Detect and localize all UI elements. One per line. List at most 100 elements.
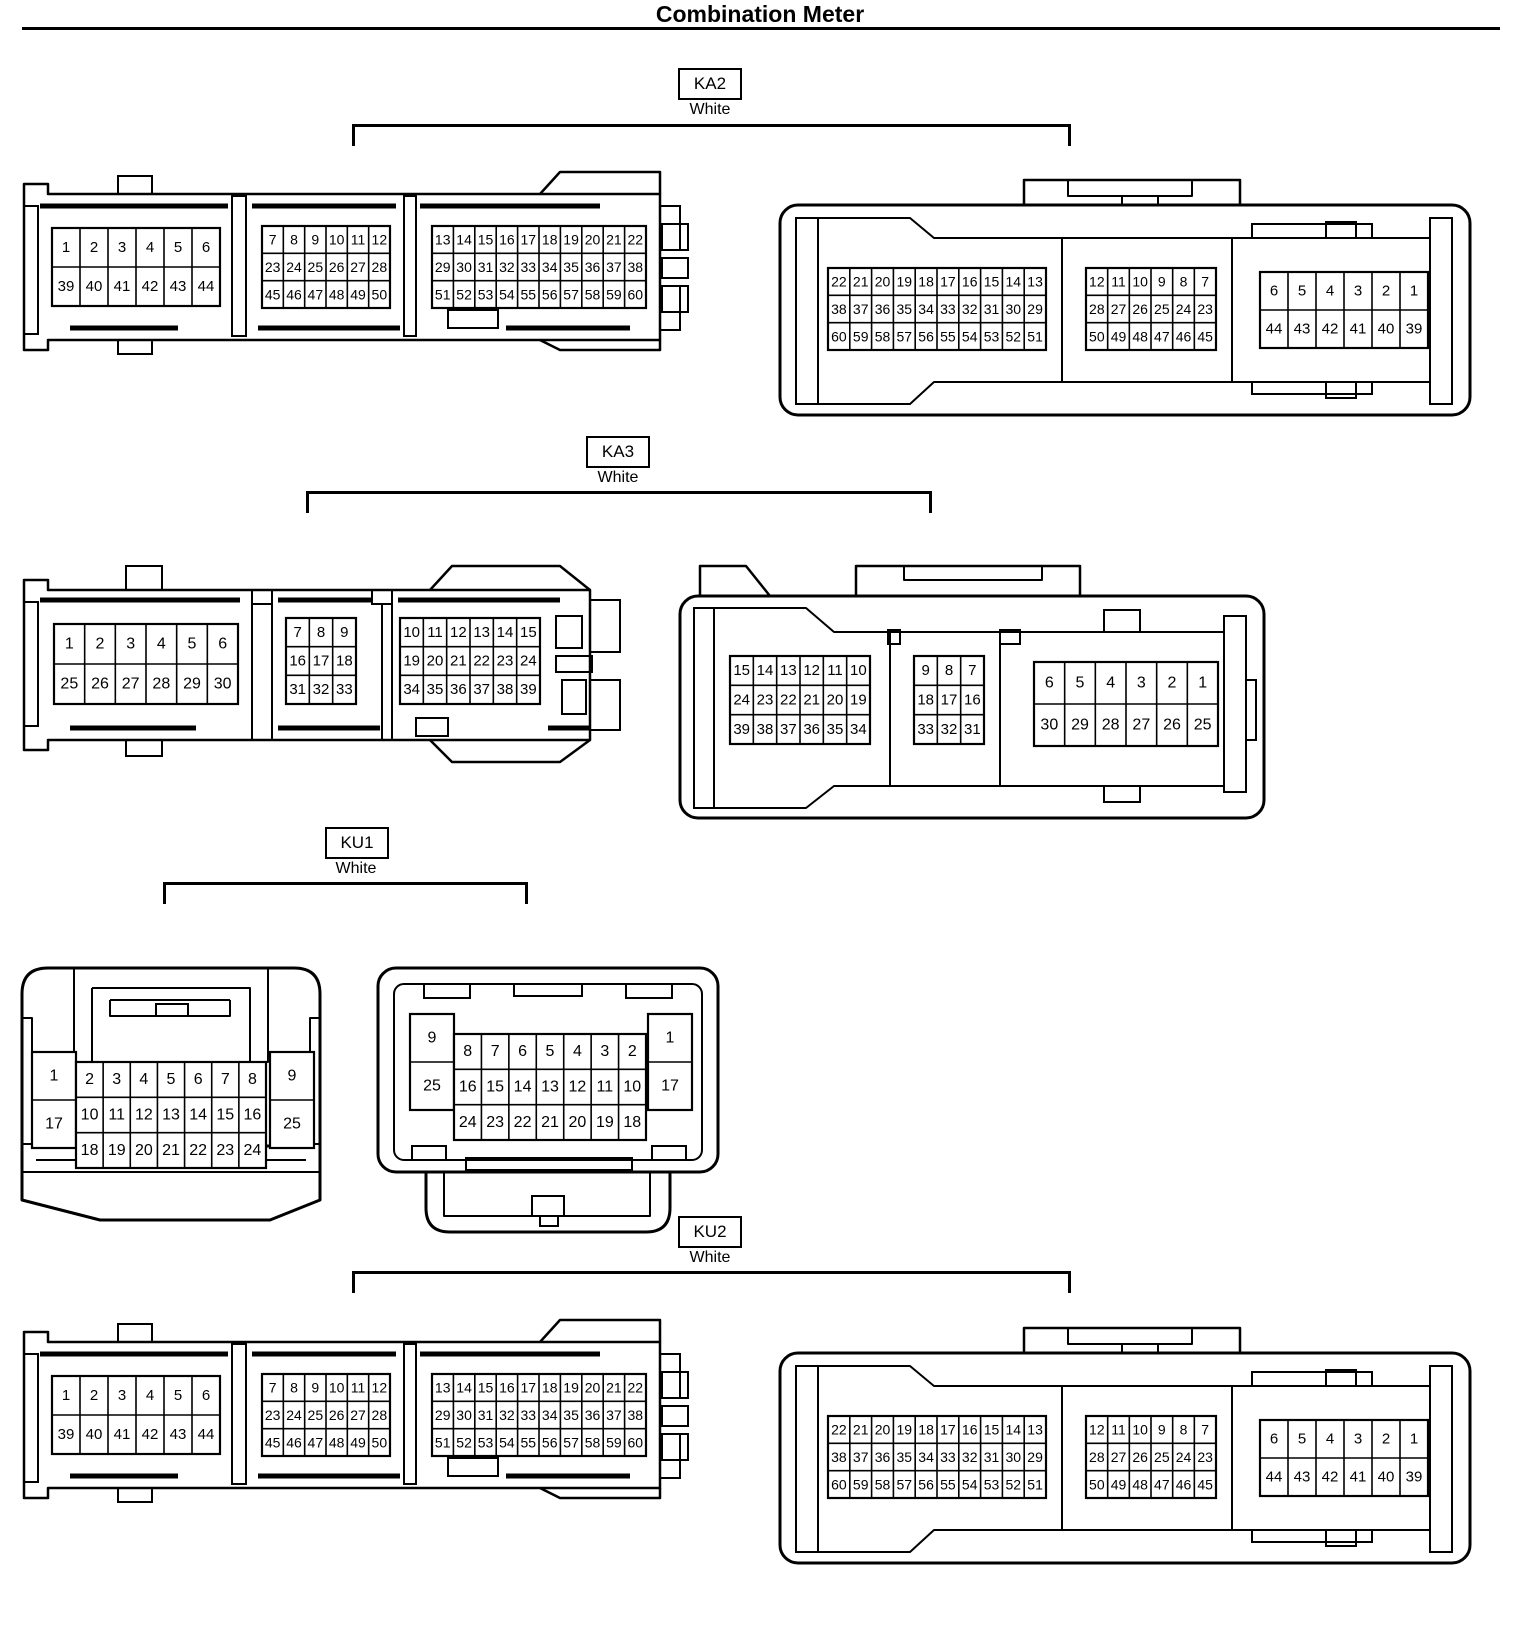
pin-label: 21 xyxy=(541,1114,559,1131)
housing-outline xyxy=(429,738,591,764)
pin-label: 3 xyxy=(1354,283,1362,300)
pin-label: 30 xyxy=(456,259,472,275)
pin-label: 59 xyxy=(853,1476,869,1492)
housing-outline xyxy=(23,1353,39,1483)
connector-bracket-ka2 xyxy=(352,124,1071,146)
pin-label: 2 xyxy=(96,636,105,653)
housing-outline xyxy=(661,285,689,313)
pin-label: 37 xyxy=(606,1407,622,1423)
pin-label: 7 xyxy=(491,1043,500,1060)
housing-outline xyxy=(429,564,591,591)
pin-label: 1 xyxy=(1410,283,1418,300)
pin-label: 47 xyxy=(308,286,324,302)
housing-outline xyxy=(539,170,662,195)
pin-label: 56 xyxy=(918,328,934,344)
pin-label: 20 xyxy=(569,1114,587,1131)
pin-label: 20 xyxy=(135,1142,153,1159)
pin-label: 34 xyxy=(918,1449,934,1465)
housing-outline xyxy=(1325,1369,1357,1387)
housing-outline xyxy=(1022,1326,1242,1353)
pin-label: 3 xyxy=(600,1043,609,1060)
housing-outline xyxy=(1067,180,1193,197)
pin-label: 55 xyxy=(521,286,537,302)
pin-label: 31 xyxy=(289,681,306,698)
pin-label: 15 xyxy=(520,624,537,641)
pin-label: 3 xyxy=(1137,675,1146,692)
housing-outline xyxy=(23,601,39,727)
pin-label: 52 xyxy=(456,1434,472,1450)
pin-label: 19 xyxy=(403,653,420,670)
housing-outline xyxy=(23,205,39,335)
housing-outline xyxy=(661,1371,689,1399)
pin-label: 36 xyxy=(585,1407,601,1423)
pin-label: 13 xyxy=(1027,1422,1043,1438)
housing-outline xyxy=(1121,1343,1159,1354)
pin-label: 60 xyxy=(628,286,644,302)
pin-label: 34 xyxy=(918,301,934,317)
pin-label: 34 xyxy=(542,1407,558,1423)
pin-label: 36 xyxy=(450,681,467,698)
pin-label: 5 xyxy=(546,1043,555,1060)
pin-grid: 925 xyxy=(268,1050,316,1150)
pin-label: 33 xyxy=(940,1449,956,1465)
pin-label: 4 xyxy=(146,1387,154,1404)
pin-label: 34 xyxy=(542,259,558,275)
pin-label: 17 xyxy=(940,274,956,290)
pin-label: 24 xyxy=(1176,1449,1192,1465)
pin-label: 4 xyxy=(573,1043,582,1060)
connector-tag-ku2: KU2 xyxy=(678,1216,742,1248)
pin-label: 34 xyxy=(850,721,867,738)
connector-bracket-ku2 xyxy=(352,1271,1071,1293)
pin-label: 38 xyxy=(831,301,847,317)
housing-outline xyxy=(443,1172,651,1217)
pin-label: 46 xyxy=(1176,328,1192,344)
pin-label: 49 xyxy=(350,1434,366,1450)
housing-outline xyxy=(447,309,499,329)
pin-label: 18 xyxy=(918,274,934,290)
housing-outline xyxy=(231,1343,247,1485)
pin-label: 37 xyxy=(606,259,622,275)
pin-label: 9 xyxy=(428,1030,437,1047)
pin-label: 5 xyxy=(1298,1431,1306,1448)
pin-label: 47 xyxy=(1154,1476,1170,1492)
pin-label: 33 xyxy=(336,681,353,698)
pin-label: 55 xyxy=(521,1434,537,1450)
pin-label: 20 xyxy=(875,1422,891,1438)
pin-label: 13 xyxy=(162,1107,180,1124)
housing-outline xyxy=(91,987,251,1062)
pin-label: 8 xyxy=(463,1043,472,1060)
pin-label: 27 xyxy=(1111,1449,1127,1465)
pin-label: 2 xyxy=(628,1043,637,1060)
pin-label: 28 xyxy=(372,259,388,275)
pin-label: 21 xyxy=(450,653,467,670)
pin-label: 7 xyxy=(968,662,976,679)
pin-label: 27 xyxy=(350,259,366,275)
pin-label: 14 xyxy=(456,1380,472,1396)
housing-outline xyxy=(661,223,689,251)
housing-outline xyxy=(117,339,153,355)
pin-label: 4 xyxy=(146,239,154,256)
pin-label: 52 xyxy=(1006,1476,1022,1492)
pin-label: 12 xyxy=(1089,1422,1105,1438)
pin-label: 18 xyxy=(542,1380,558,1396)
pin-label: 26 xyxy=(329,259,345,275)
housing-outline xyxy=(1121,195,1159,206)
pin-label: 48 xyxy=(329,1434,345,1450)
pin-label: 15 xyxy=(486,1079,504,1096)
pin-label: 48 xyxy=(1132,1476,1148,1492)
pin-label: 22 xyxy=(514,1114,532,1131)
pin-label: 44 xyxy=(198,1426,215,1443)
housing-outline xyxy=(678,594,1266,820)
pin-label: 16 xyxy=(459,1079,477,1096)
pin-label: 38 xyxy=(831,1449,847,1465)
housing-outline xyxy=(795,1365,819,1553)
pin-label: 6 xyxy=(1270,283,1278,300)
